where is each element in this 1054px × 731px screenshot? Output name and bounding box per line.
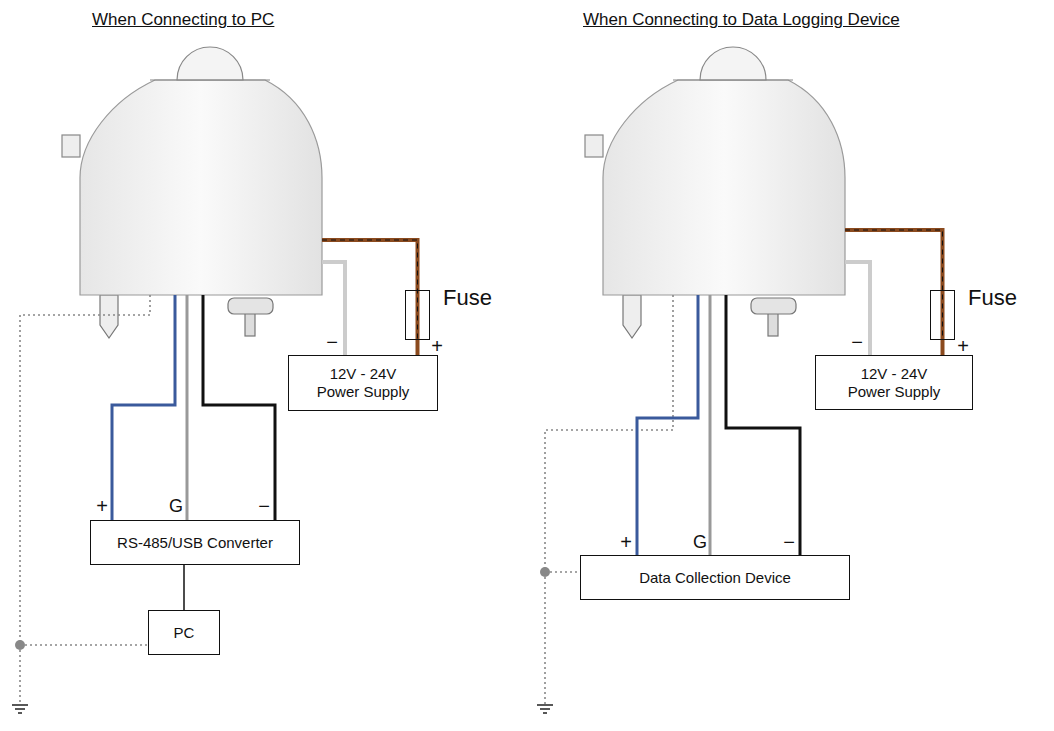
negative-wire bbox=[322, 262, 345, 355]
negative-wire bbox=[845, 262, 870, 355]
fuse-wire bbox=[416, 340, 420, 355]
ground-wire bbox=[545, 571, 580, 573]
panel-heading: When Connecting to Data Logging Device bbox=[583, 10, 900, 30]
terminal-sign: + bbox=[620, 531, 632, 554]
pc-box: PC bbox=[148, 610, 220, 655]
shield-dash bbox=[322, 240, 418, 355]
signal-wires bbox=[537, 230, 943, 713]
part-label: Fuse bbox=[443, 285, 492, 311]
box-label: PC bbox=[174, 624, 195, 642]
black-wire bbox=[726, 295, 800, 555]
junction-dot bbox=[15, 640, 25, 650]
terminal-sign: + bbox=[431, 335, 443, 358]
ground-symbol bbox=[537, 705, 553, 713]
junction-dot bbox=[540, 567, 550, 577]
blue-wire bbox=[112, 295, 175, 520]
part-label: Fuse bbox=[968, 285, 1017, 311]
terminal-name: G bbox=[693, 532, 707, 553]
fuse-box: Fuse bbox=[930, 290, 955, 340]
ground-symbol bbox=[12, 705, 28, 713]
grey-wire bbox=[709, 295, 712, 555]
usb-cable bbox=[183, 565, 185, 610]
ground-wire bbox=[20, 295, 150, 705]
sensor-body bbox=[62, 47, 322, 338]
terminal-sign: + bbox=[96, 495, 108, 518]
box-label: Data Collection Device bbox=[639, 569, 791, 587]
grey-wire bbox=[186, 295, 189, 520]
power-supply-box: 12V - 24V Power Supply bbox=[288, 355, 438, 411]
signal-wires bbox=[12, 240, 418, 713]
fuse-wire bbox=[941, 340, 945, 355]
terminal-sign: − bbox=[783, 531, 795, 554]
ground-wire bbox=[20, 644, 148, 646]
brown-wire bbox=[845, 230, 943, 340]
power-supply-box: 12V - 24V Power Supply bbox=[815, 355, 973, 410]
terminal-sign: − bbox=[851, 331, 863, 354]
panel-heading: When Connecting to PC bbox=[92, 10, 274, 30]
terminal-sign: + bbox=[957, 335, 969, 358]
terminal-name: G bbox=[169, 496, 183, 517]
blue-wire bbox=[637, 295, 698, 555]
terminal-sign: − bbox=[258, 495, 270, 518]
box-label: 12V - 24V Power Supply bbox=[844, 365, 944, 401]
sensor-body bbox=[585, 47, 845, 338]
black-wire bbox=[203, 295, 275, 520]
converter-box: RS-485/USB Converter bbox=[90, 520, 300, 565]
fuse-box: Fuse bbox=[405, 290, 430, 340]
ground-wire bbox=[545, 295, 673, 705]
shield-dash bbox=[845, 230, 943, 355]
data-device-box: Data Collection Device bbox=[580, 555, 850, 600]
terminal-sign: − bbox=[326, 331, 338, 354]
brown-wire bbox=[322, 240, 418, 340]
box-label: 12V - 24V Power Supply bbox=[313, 365, 413, 401]
box-label: RS-485/USB Converter bbox=[117, 534, 273, 552]
